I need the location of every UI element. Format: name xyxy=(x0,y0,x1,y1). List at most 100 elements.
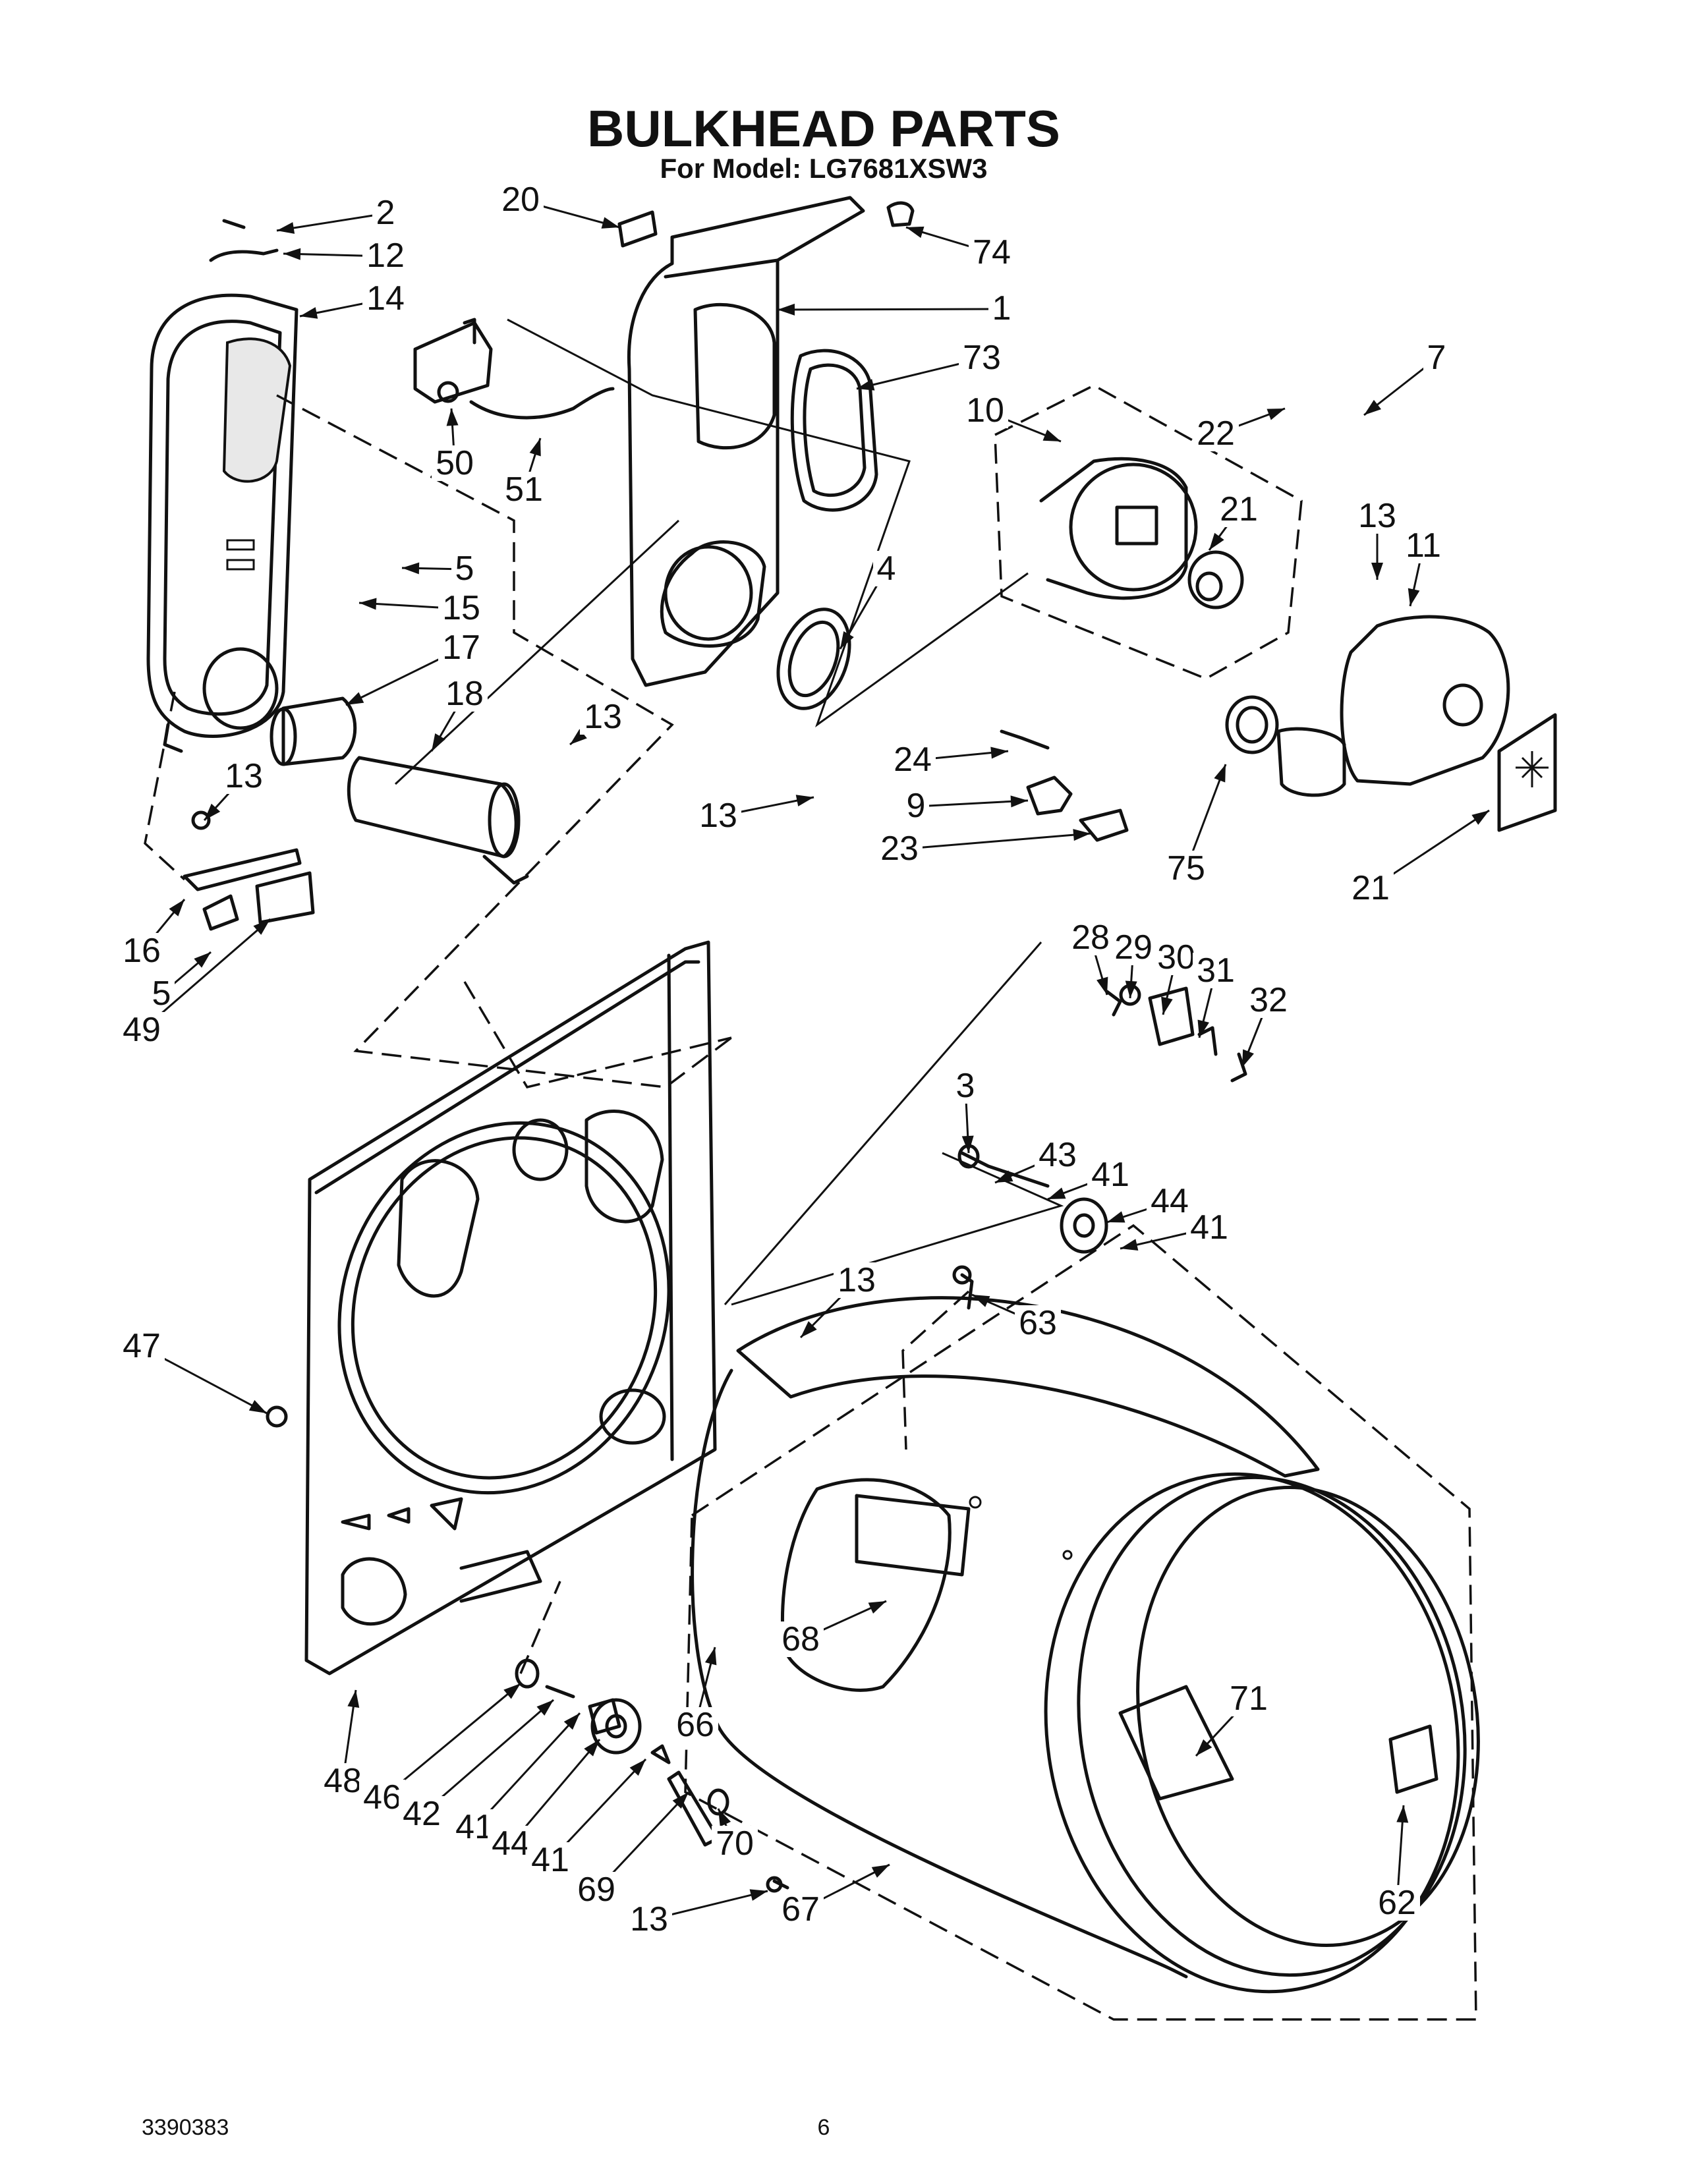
callout-c18: 18 xyxy=(430,675,488,752)
callout-label-background xyxy=(362,238,409,273)
heater-box-drawing xyxy=(413,318,615,420)
callout-number: 5 xyxy=(152,974,171,1013)
callout-label-background xyxy=(573,1872,619,1907)
callout-arrowhead xyxy=(536,1700,554,1716)
page-number: 6 xyxy=(818,2115,830,2140)
lint-duct-drawing xyxy=(270,696,529,885)
callout-arrowhead xyxy=(795,795,814,806)
callout-c21b: 21 xyxy=(1348,809,1490,907)
callout-arrowhead xyxy=(1396,1805,1409,1823)
callout-number: 29 xyxy=(1114,928,1153,967)
callout-arrowhead xyxy=(584,1739,600,1757)
callout-c23: 23 xyxy=(876,829,1091,868)
callout-c41a: 41 xyxy=(1047,1156,1133,1200)
callout-c68: 68 xyxy=(778,1600,887,1658)
callout-label-background xyxy=(362,281,409,316)
callout-c21a: 21 xyxy=(1208,490,1262,551)
callout-leader-line xyxy=(276,212,386,232)
callout-arrowhead xyxy=(1096,976,1108,995)
callout-label-background xyxy=(712,1826,758,1861)
callout-c13b: 13 xyxy=(569,698,626,746)
callout-label-background xyxy=(119,1328,165,1364)
callout-number: 66 xyxy=(676,1706,714,1744)
rear-bulkhead-drawing xyxy=(617,196,915,710)
callout-label-background xyxy=(988,291,1015,326)
callout-c5a: 5 xyxy=(401,550,478,588)
callout-label-background xyxy=(488,1826,534,1861)
callout-number: 41 xyxy=(531,1841,569,1879)
callout-arrowhead xyxy=(857,379,875,391)
callout-c15: 15 xyxy=(358,589,484,627)
callout-number: 51 xyxy=(505,470,543,509)
callout-c22: 22 xyxy=(1193,407,1286,453)
callout-number: 13 xyxy=(1358,497,1396,535)
callout-arrowhead xyxy=(347,1690,360,1708)
idler-parts-drawing xyxy=(1000,695,1279,842)
callout-label-background xyxy=(1348,870,1394,906)
callout-label-background xyxy=(1087,1157,1133,1193)
callout-number: 10 xyxy=(966,391,1004,430)
callout-label-background xyxy=(626,1902,672,1937)
callout-arrowhead xyxy=(1242,1049,1254,1067)
callout-c3: 3 xyxy=(952,1067,979,1154)
blower-housing-drawing xyxy=(1276,615,1557,832)
callout-c13d: 13 xyxy=(695,795,814,835)
callout-arrowhead xyxy=(672,1792,689,1809)
callout-number: 50 xyxy=(436,444,474,482)
callout-c13f: 13 xyxy=(626,1889,768,1938)
callout-arrowhead xyxy=(961,1135,974,1153)
callout-number: 13 xyxy=(838,1261,876,1299)
callout-arrowhead xyxy=(446,409,459,426)
callout-label-background xyxy=(1110,930,1156,965)
callout-arrowhead xyxy=(778,303,795,316)
callout-label-background xyxy=(695,798,741,833)
callout-number: 41 xyxy=(455,1808,494,1846)
callout-c32: 32 xyxy=(1241,981,1292,1068)
callout-number: 12 xyxy=(366,237,405,275)
callout-label-background xyxy=(834,1262,880,1298)
callout-c70: 70 xyxy=(712,1808,758,1863)
callout-c48: 48 xyxy=(320,1689,366,1800)
callout-c42: 42 xyxy=(399,1699,554,1833)
callout-label-background xyxy=(1400,528,1446,563)
callout-number: 16 xyxy=(123,932,161,970)
callout-label-background xyxy=(119,1012,165,1048)
callout-number: 48 xyxy=(324,1762,362,1800)
callout-c67: 67 xyxy=(778,1863,890,1929)
callout-number: 13 xyxy=(630,1900,668,1938)
callout-c41d: 41 xyxy=(527,1758,647,1879)
callout-label-background xyxy=(498,182,544,217)
callout-c43: 43 xyxy=(994,1136,1081,1184)
callout-number: 44 xyxy=(1151,1182,1189,1220)
callout-c17: 17 xyxy=(345,629,484,706)
callout-arrowhead xyxy=(840,631,854,649)
drum-bearing-drawing xyxy=(515,984,1247,1893)
callout-c10: 10 xyxy=(962,391,1062,443)
callout-number: 23 xyxy=(880,830,919,868)
callout-c73: 73 xyxy=(856,339,1005,391)
callout-c30: 30 xyxy=(1153,938,1199,1015)
callout-arrowhead xyxy=(1010,795,1028,808)
callout-label-background xyxy=(119,933,165,969)
callout-number: 21 xyxy=(1220,490,1258,528)
callout-arrowhead xyxy=(277,222,295,234)
callout-number: 7 xyxy=(1427,339,1446,377)
callout-arrowhead xyxy=(972,1295,990,1307)
callout-arrowhead xyxy=(194,952,211,968)
callout-label-background xyxy=(1193,416,1239,451)
callout-label-background xyxy=(438,630,484,665)
callout-number: 49 xyxy=(123,1011,161,1049)
callout-arrowhead xyxy=(1161,996,1173,1015)
callout-c13a: 13 xyxy=(1354,497,1400,580)
callout-c28: 28 xyxy=(1068,918,1114,996)
callout-leader-line xyxy=(421,1699,554,1816)
callout-number: 70 xyxy=(716,1824,754,1863)
callout-arrowhead xyxy=(563,1713,580,1730)
callout-arrowhead xyxy=(300,307,318,319)
callout-number: 42 xyxy=(403,1795,441,1833)
callout-label-background xyxy=(890,742,936,777)
callout-label-background xyxy=(778,1621,824,1657)
callout-label-background xyxy=(501,472,547,507)
callout-arrowhead xyxy=(204,803,221,820)
